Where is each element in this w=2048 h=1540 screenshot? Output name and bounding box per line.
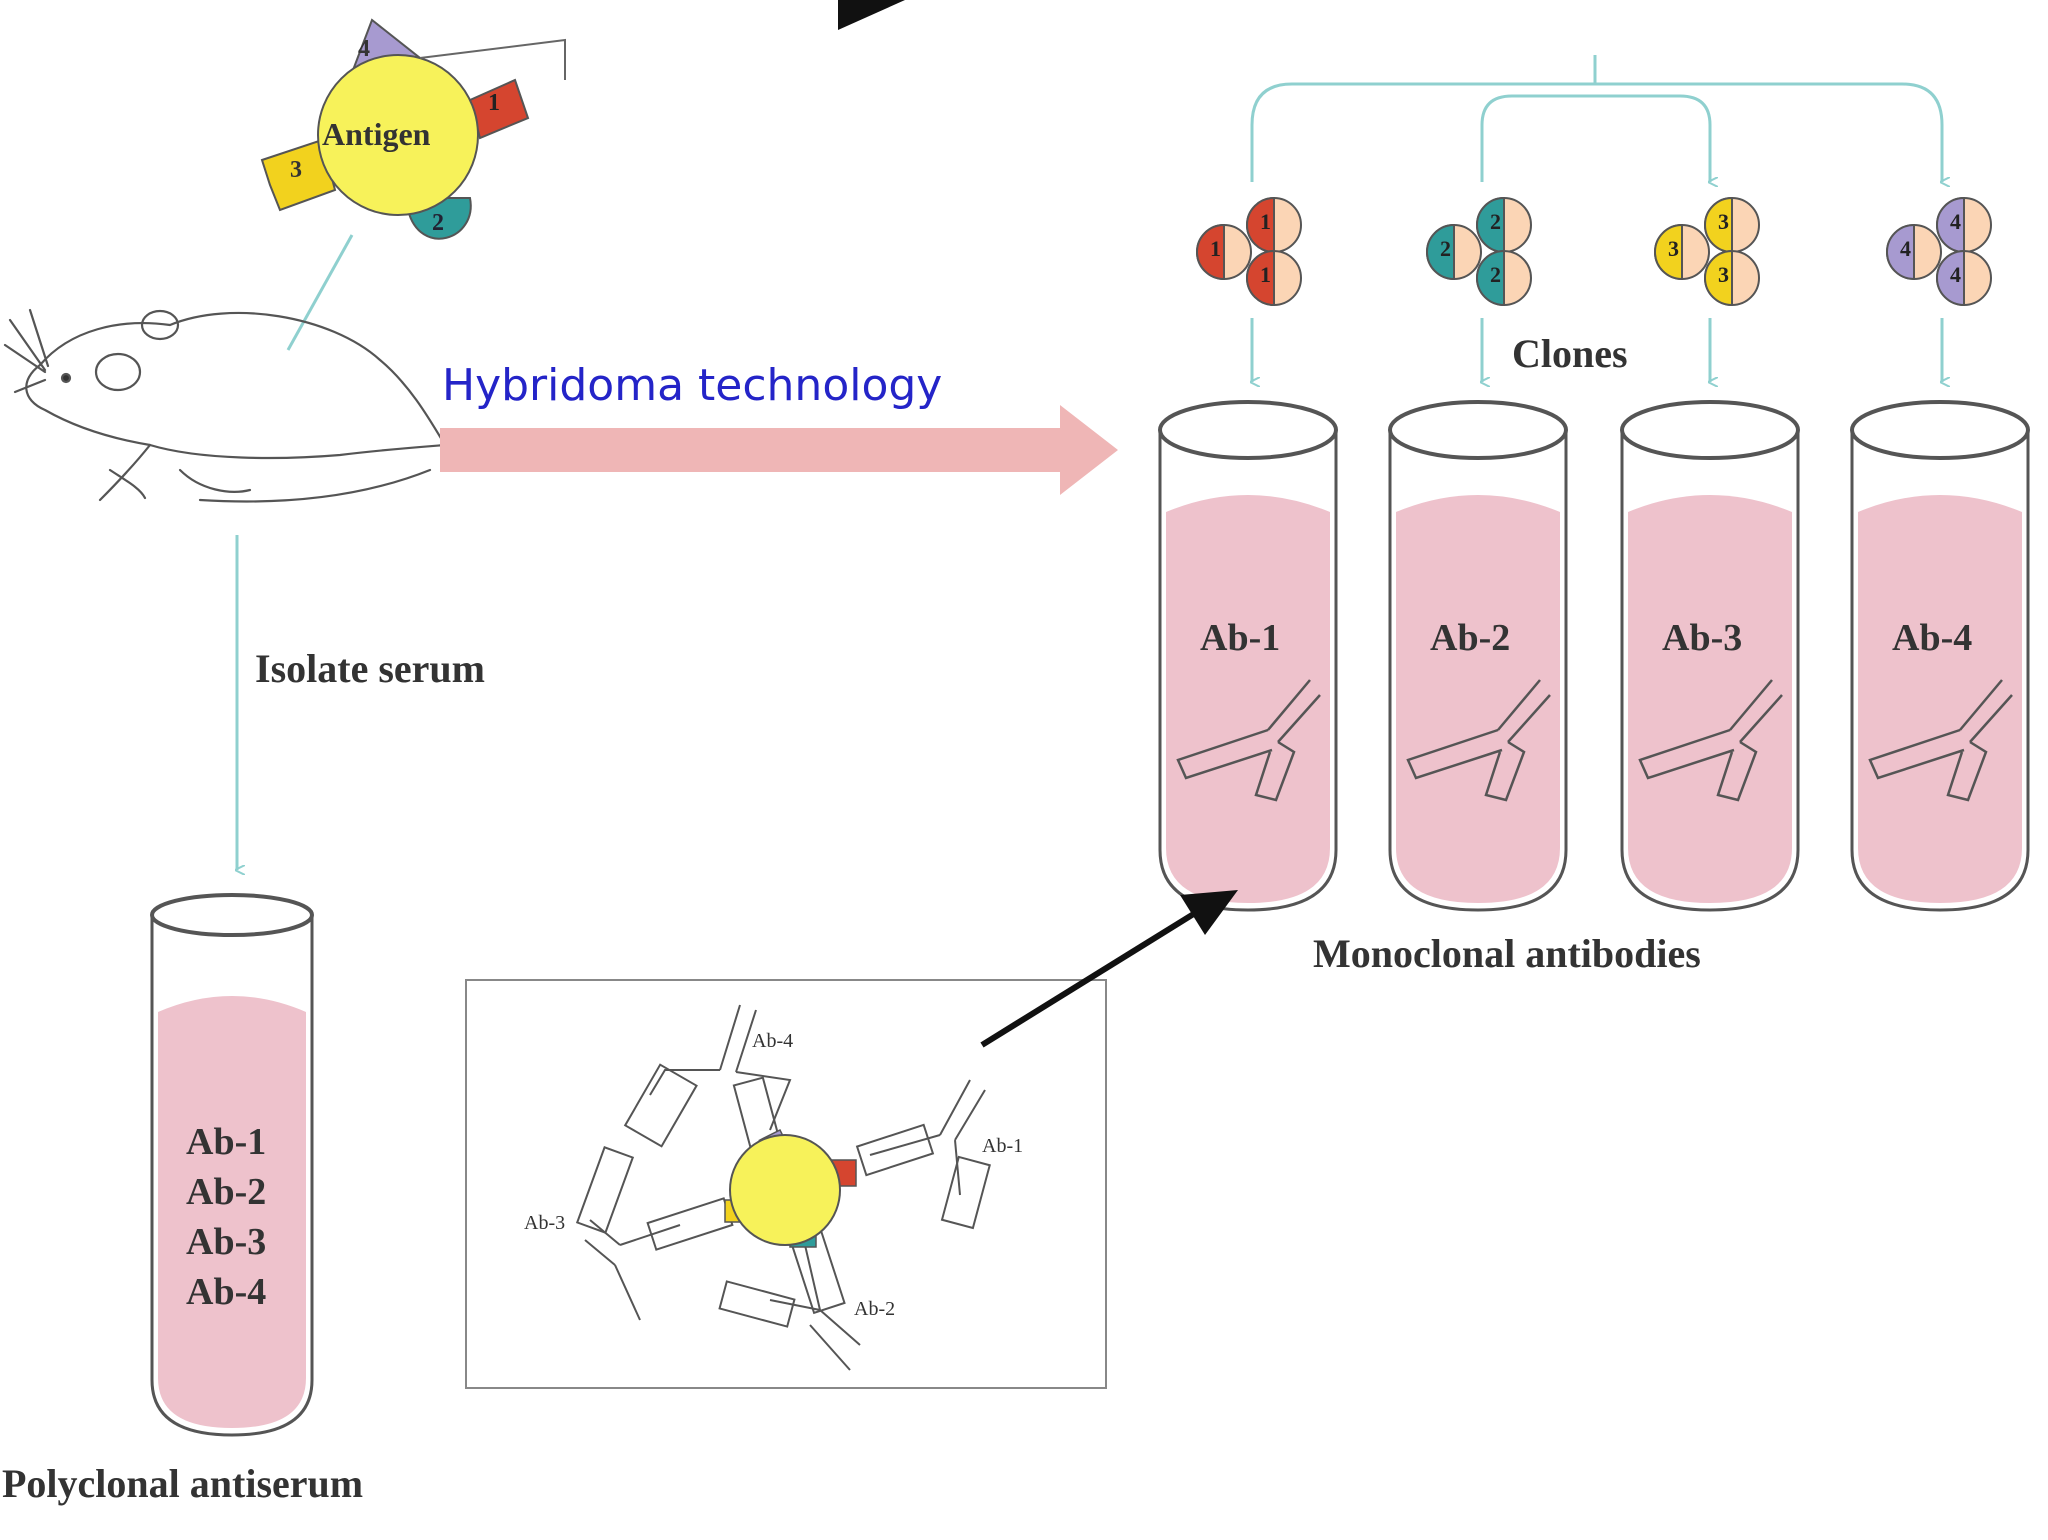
clone-cell-4-2 [1936,196,1992,254]
antigen-label: Antigen [322,116,431,152]
mono-tube-2 [1388,400,1568,912]
poly-content-3: Ab-3 [186,1221,267,1263]
mouse-icon [3,308,447,503]
clone-number-4: 4 [1950,209,1961,234]
clone-cell-2-2 [1476,196,1532,254]
clone-cell-4-3 [1936,249,1992,307]
mono-tube-label-2: Ab-2 [1430,617,1511,659]
mono-tube-3 [1620,400,1800,912]
antigen-core [317,54,479,216]
clone-number-3: 3 [1718,262,1729,287]
clone-cell-3-1 [1654,223,1710,281]
mono-tube-4 [1850,400,2030,912]
clone-cells [1196,196,1992,307]
clone-number-3: 3 [1718,209,1729,234]
monoclonal-label: Monoclonal antibodies [1313,931,1701,976]
clone-branches [1252,55,1942,382]
poly-content-2: Ab-2 [186,1171,267,1213]
mono-tube-label-1: Ab-1 [1200,617,1281,659]
clone-cell-1-3 [1246,249,1302,307]
clone-cell-1-2 [1246,196,1302,254]
inset-antigen [724,1128,857,1248]
inset-arrow-head [1180,890,1238,935]
inset-label-ab2: Ab-2 [854,1298,896,1320]
polyclonal-tube [150,893,314,1437]
clone-cell-4-1 [1886,223,1942,281]
corner-arrowhead [838,0,905,30]
inset-label-ab4: Ab-4 [752,1030,794,1052]
clone-number-2: 2 [1440,236,1451,261]
clone-number-3: 3 [1668,236,1679,261]
injection-line [286,234,354,351]
mono-tube-1 [1158,400,1338,912]
clone-cell-2-3 [1476,249,1532,307]
clone-number-2: 2 [1490,209,1501,234]
poly-content-4: Ab-4 [186,1271,267,1313]
isolate-label: Isolate serum [255,646,485,691]
mono-tube-label-3: Ab-3 [1662,617,1743,659]
clones-label: Clones [1512,331,1628,376]
poly-content-1: Ab-1 [186,1121,267,1163]
clone-cell-2-1 [1426,223,1482,281]
hybridoma-label: Hybridoma technology [442,360,943,411]
clone-cell-3-3 [1704,249,1760,307]
clone-cell-1-1 [1196,223,1252,281]
epitope-3-label: 3 [290,157,302,183]
clone-number-1: 1 [1260,209,1271,234]
clone-number-4: 4 [1900,236,1911,261]
clone-number-1: 1 [1210,236,1221,261]
polyclonal-label: Polyclonal antiserum [2,1461,364,1506]
epitope-1-label: 1 [488,90,500,116]
monoclonal-tubes [1158,400,2030,912]
mono-tube-label-4: Ab-4 [1892,617,1973,659]
inset-label-ab1: Ab-1 [982,1135,1024,1157]
clone-number-4: 4 [1950,262,1961,287]
clone-number-1: 1 [1260,262,1271,287]
epitope-2-label: 2 [432,210,444,236]
epitope-3 [260,138,337,212]
antigen-group [260,18,566,240]
inset-label-ab3: Ab-3 [524,1212,566,1234]
clone-number-2: 2 [1490,262,1501,287]
clone-cell-3-2 [1704,196,1760,254]
hybridoma-arrow [440,405,1118,495]
inset-arrow-line [980,907,1202,1048]
epitope-4-label: 4 [358,36,370,62]
